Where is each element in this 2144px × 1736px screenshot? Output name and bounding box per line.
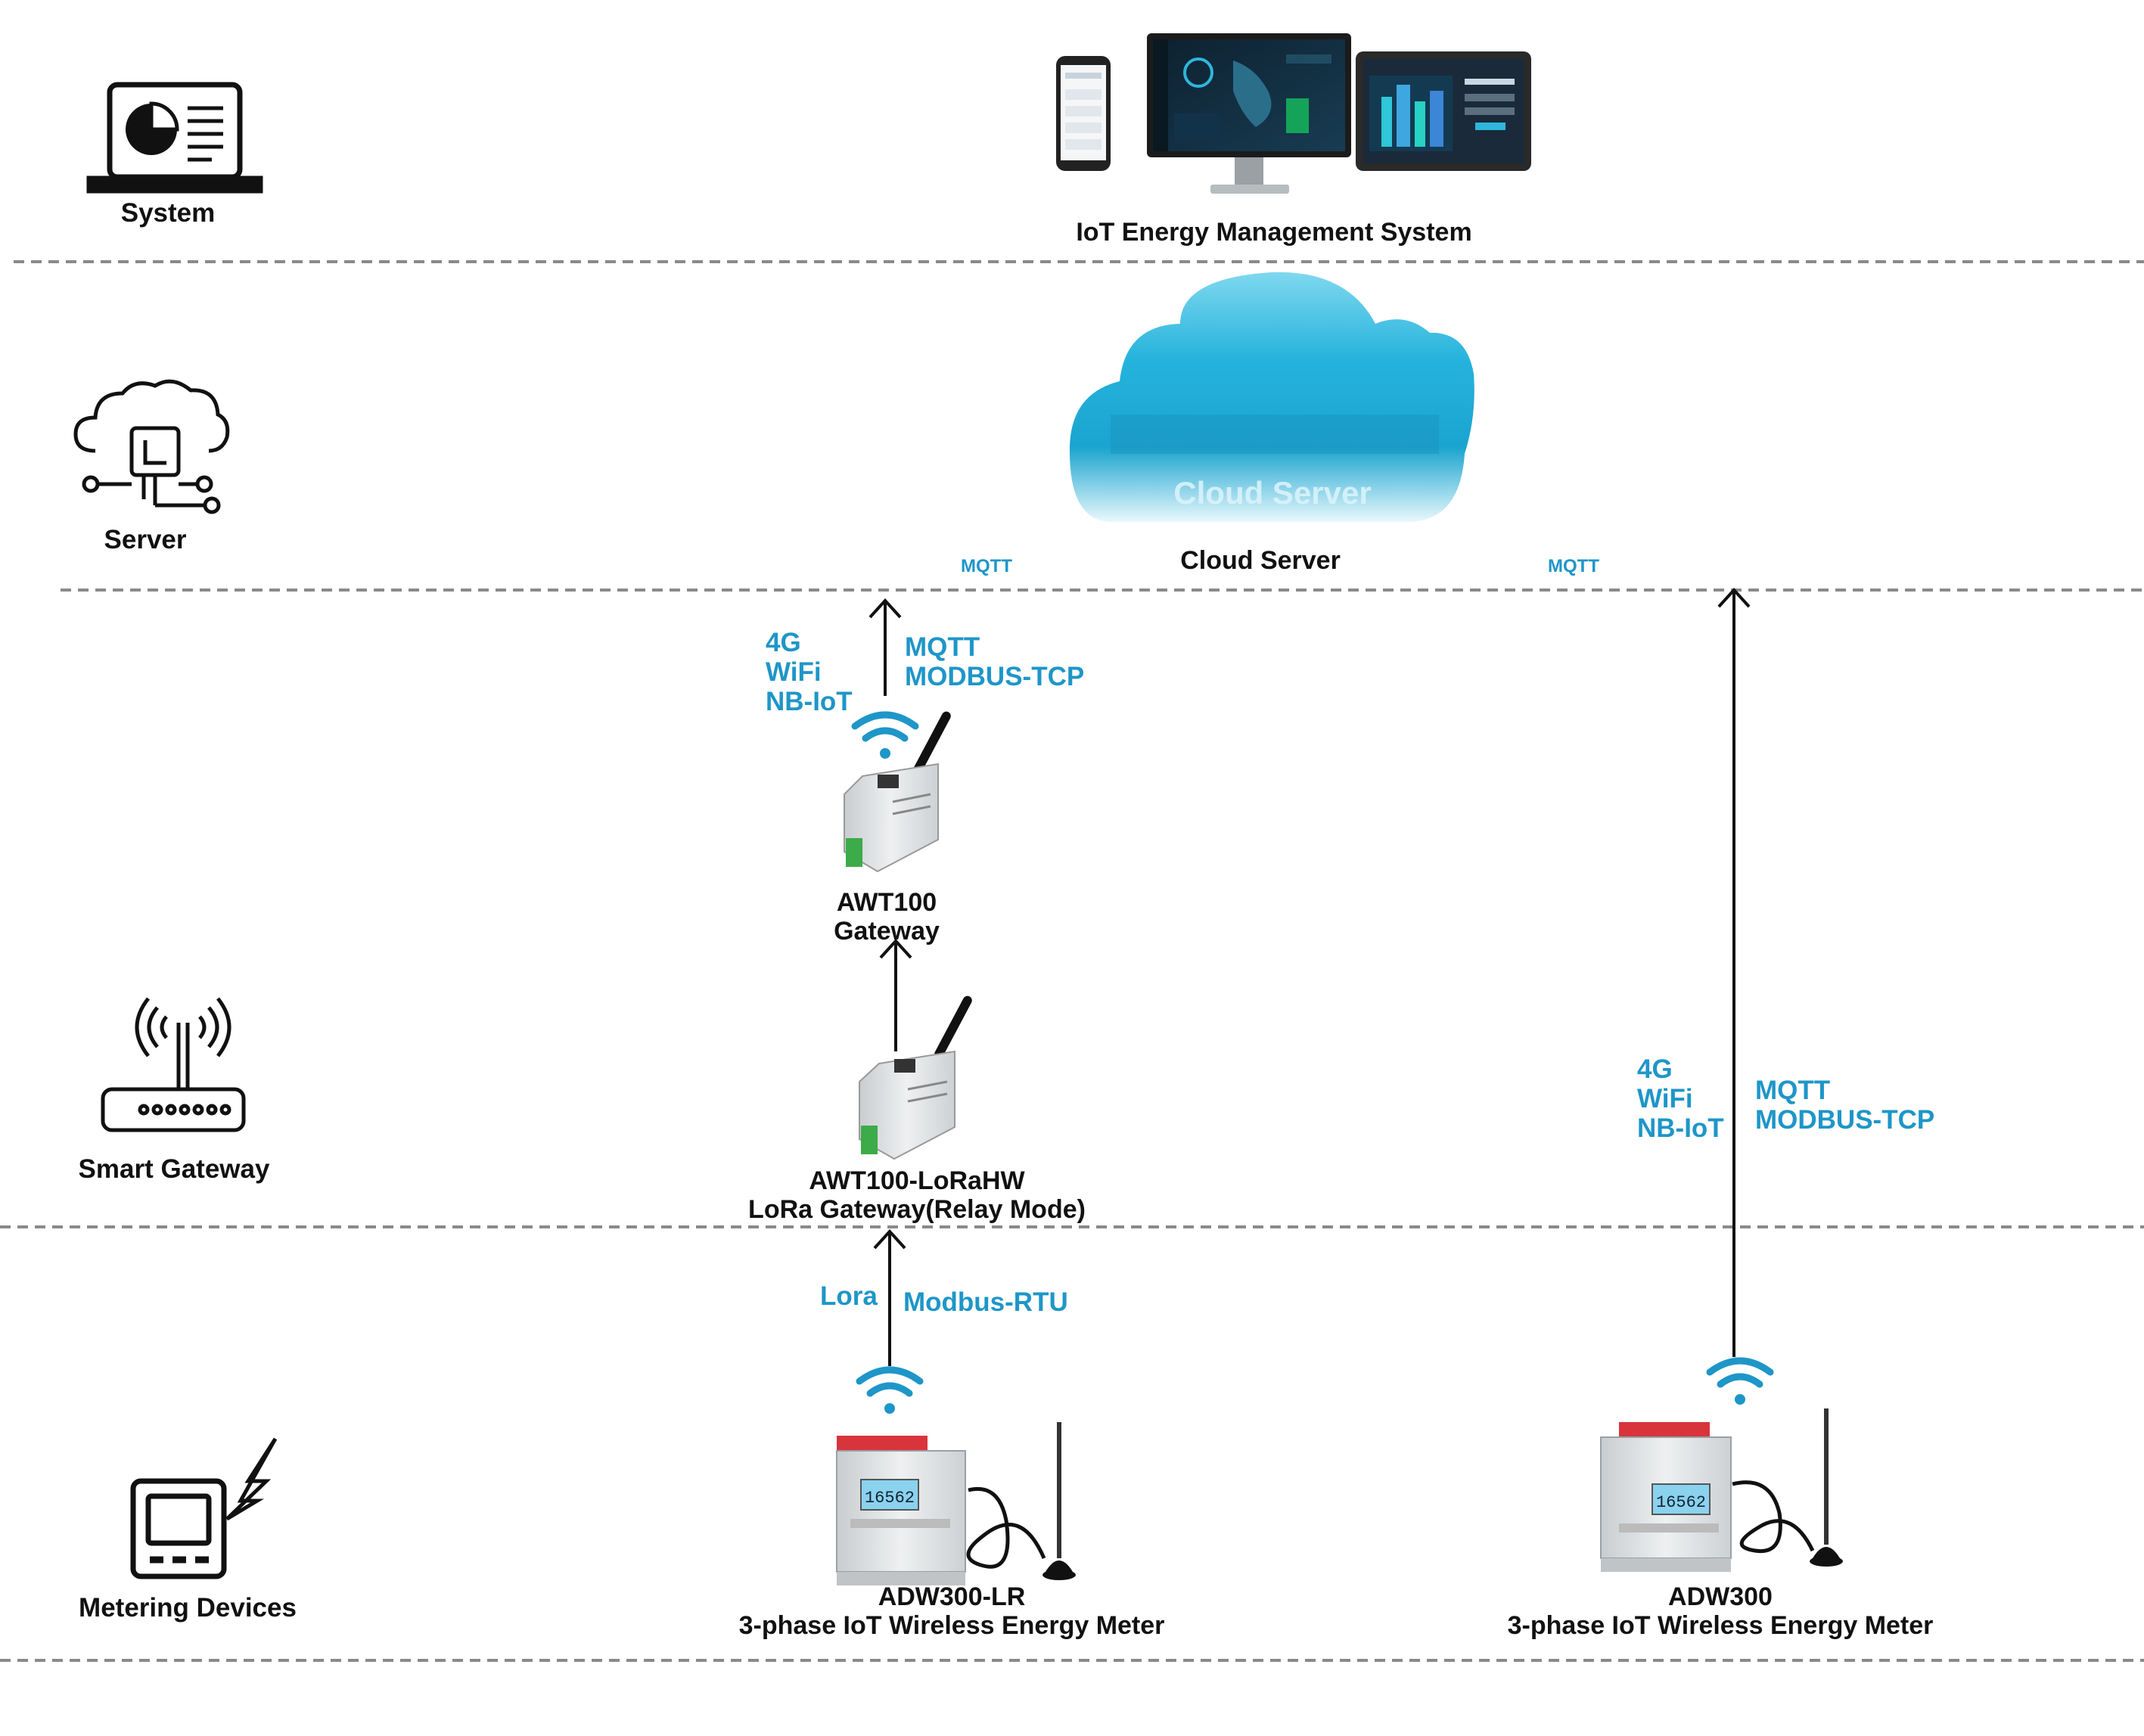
meter-label: ADW300 3-phase IoT Wireless Energy Meter [1508,1582,1934,1640]
relay-gateway-label: AWT100-LoRaHW LoRa Gateway(Relay Mode) [748,1166,1086,1224]
right-proto-modbus-tcp: MODBUS-TCP [1755,1105,1935,1135]
gateway-net-list: 4G WiFi NB-IoT [766,628,853,717]
awt100-gateway-device [844,711,951,873]
cloud-overlay-text: Cloud Server [1173,475,1372,511]
layer-label-system: System [120,198,216,228]
right-net-list: 4G WiFi NB-IoT [1637,1054,1724,1144]
awt100-lorahw-device [859,995,972,1160]
cloud-server-graphic [1069,272,1474,522]
adw300-lr-meter-device: 16562 [836,1422,1076,1585]
adw300-meter-device: 16562 [1600,1408,1843,1572]
proto-modbus-tcp: MODBUS-TCP [905,662,1085,692]
laptop-chart-icon [86,82,263,194]
relay-name: AWT100-LoRaHW [809,1166,1025,1195]
right-proto-list: MQTT MODBUS-TCP [1755,1076,1934,1135]
net-4g: 4G [766,628,801,657]
meter-lr-display: 16562 [865,1489,915,1508]
meter-sub: 3-phase IoT Wireless Energy Meter [1507,1611,1934,1641]
meter-display: 16562 [1656,1493,1706,1512]
gateway-label: AWT100 Gateway [834,888,940,946]
wifi-icon [851,711,919,759]
layer-label-smart-gateway: Smart Gateway [78,1154,270,1184]
system-title: IoT Energy Management System [1076,218,1472,247]
link-arrows [868,588,1751,1366]
meter-name: ADW300 [1668,1582,1773,1611]
net-nb-iot: NB-IoT [766,687,853,717]
layer-label-server: Server [104,525,187,554]
wifi-icon [1706,1357,1774,1405]
relay-sub: LoRa Gateway(Relay Mode) [748,1195,1086,1225]
gateway-proto-list: MQTT MODBUS-TCP [905,632,1084,691]
wifi-icon [856,1366,924,1414]
router-icon [101,997,246,1132]
cloud-server-label: Cloud Server [1180,546,1341,575]
meter-lightning-icon [130,1437,278,1579]
net-wifi: WiFi [766,657,822,688]
right-net-wifi: WiFi [1637,1084,1693,1114]
phone-device [1056,56,1111,171]
meter-lr-name: ADW300-LR [878,1582,1026,1611]
meter-lr-sub: 3-phase IoT Wireless Energy Meter [738,1611,1165,1641]
desktop-monitor-device [1147,33,1351,194]
layer-label-metering: Metering Devices [79,1593,297,1623]
right-proto-mqtt: MQTT [1755,1076,1831,1105]
mqtt-label-right: MQTT [1548,556,1599,576]
gateway-name: AWT100 [836,888,937,917]
right-net-4g: 4G [1637,1054,1673,1084]
tablet-device [1356,51,1531,171]
cloud-network-icon [73,379,230,514]
meter-lr-label: ADW300-LR 3-phase IoT Wireless Energy Me… [739,1582,1165,1640]
lora-proto-label: Modbus-RTU [903,1287,1068,1317]
proto-mqtt: MQTT [905,632,980,662]
layer-dividers [0,260,2144,1662]
mqtt-label-left: MQTT [961,556,1012,576]
gateway-sub: Gateway [834,917,940,946]
lora-net-label: Lora [820,1281,878,1311]
right-net-nb-iot: NB-IoT [1637,1113,1724,1144]
